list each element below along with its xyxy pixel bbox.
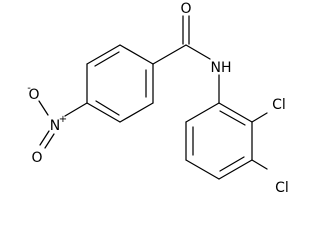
carbonyl-oxygen-label: O (180, 1, 191, 17)
amide-group (152, 15, 220, 104)
ring1-bond (86, 44, 121, 65)
ring2-inner-double-bond (219, 156, 245, 172)
ring1-inner-double-bond (94, 51, 120, 67)
nitrobenzoyl-ring (86, 44, 154, 123)
chlorine-2-bond (251, 112, 268, 123)
ring1-inner-double-bond (95, 100, 120, 116)
amide-nitrogen-label: NH (211, 60, 232, 76)
chemical-structure-diagram: O NH Cl Cl N + O - O (27, 1, 289, 196)
nitro-nitrogen-label: N (50, 118, 60, 134)
ring1-bond (119, 44, 154, 65)
nitro-to-oxygen-bond (38, 100, 49, 116)
ring1-bond (119, 102, 154, 123)
nitro-to-oxygen-double-bond (39, 130, 50, 146)
chlorine-3-label: Cl (275, 180, 289, 196)
ring2-bond (185, 102, 220, 123)
carbonyl-to-nh-bond (185, 44, 211, 60)
nitro-oxygen-bottom-label: O (31, 150, 42, 166)
chlorine-3-bond (251, 159, 268, 170)
nitro-oxygen-top-charge: - (27, 83, 31, 94)
ring2-bond (218, 102, 253, 123)
ring2-bond (185, 159, 220, 180)
ring-to-carbonyl-bond (152, 44, 187, 65)
nitro-to-oxygen-double-bond (44, 133, 55, 149)
dichlorophenyl-ring (185, 102, 268, 180)
nitro-oxygen-top-label: O (28, 87, 39, 103)
ring1-bond (86, 102, 121, 123)
ring2-bond (218, 159, 253, 180)
chlorine-2-label: Cl (272, 97, 286, 113)
nitro-group (38, 100, 88, 149)
ring-to-nitro-bond (64, 102, 88, 117)
ring2-inner-double-bond (219, 110, 246, 126)
nitro-nitrogen-charge: + (59, 114, 67, 125)
